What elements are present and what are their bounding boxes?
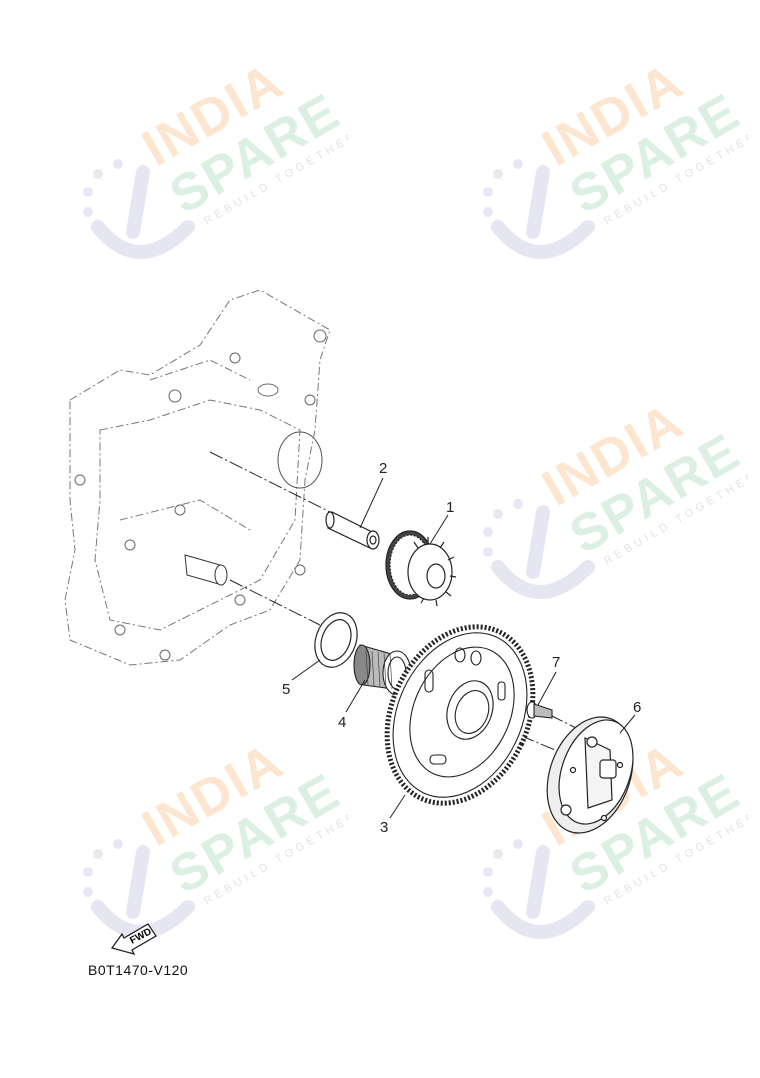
callout-4: 4 (338, 714, 347, 731)
leader-lines (291, 477, 636, 819)
callout-1: 1 (446, 499, 455, 516)
callout-7: 7 (552, 654, 561, 671)
fwd-arrow-icon: FWD (110, 923, 157, 956)
diagram-code: B0T1470-V120 (88, 962, 189, 978)
callout-2: 2 (379, 460, 388, 477)
part-2-shaft (325, 511, 380, 550)
part-4-bearing (353, 644, 412, 696)
shaft-stub-drawing (184, 554, 228, 586)
part-1-gear (385, 530, 457, 607)
part-5-washer (314, 612, 358, 668)
callout-6: 6 (633, 699, 642, 716)
part-6-clutch-housing (546, 716, 634, 834)
part-7-bolt (526, 701, 553, 719)
crankcase-drawing (64, 289, 331, 666)
part-3-wheel-gear (384, 624, 536, 806)
callout-3: 3 (380, 819, 389, 836)
callout-5: 5 (282, 681, 291, 698)
